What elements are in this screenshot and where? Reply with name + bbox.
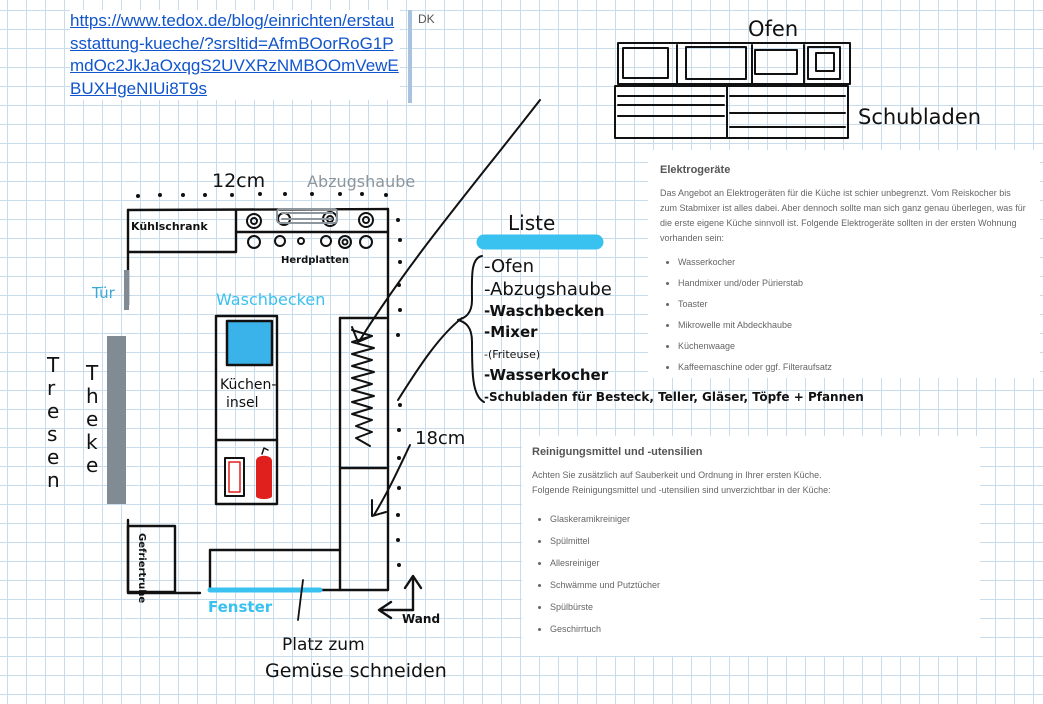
fire-extinguisher — [224, 447, 272, 499]
arrow-gemuese — [297, 579, 304, 621]
schubladen-label: Schubladen — [858, 105, 981, 129]
liste-items: -Ofen-Abzugshaube -Waschbecken -Mixer -(Fri… — [484, 256, 864, 404]
liste-title: Liste — [508, 211, 555, 235]
list-item: Wasserkocher — [678, 252, 1030, 273]
abzugshaube-label: Abzugshaube — [307, 172, 415, 191]
liste-brace — [457, 255, 485, 403]
platz-label-2: Gemüse schneiden — [265, 660, 447, 682]
liste-item: -Ofen — [484, 256, 534, 277]
liste-item: -Schubladen für Besteck, Teller, Gläser,… — [484, 390, 864, 404]
list-item: Handmixer und/oder Pürierstab — [678, 273, 1030, 294]
counter-hatch — [351, 329, 375, 447]
list-item: Schwämme und Putztücher — [550, 574, 970, 596]
reinigung-title: Reinigungsmittel und -utensilien — [532, 446, 703, 458]
sink — [225, 319, 274, 367]
author-initials: DK — [418, 12, 435, 26]
elektrogeraete-card: Elektrogeräte Das Angebot an Elektrogerä… — [648, 150, 1040, 378]
oven-compartment — [685, 46, 747, 80]
liste-item: -Wasserkocher — [484, 366, 609, 384]
oven-outline — [617, 42, 851, 85]
list-item: Toaster — [678, 294, 1030, 315]
ofen-label: Ofen — [748, 17, 798, 41]
kuehlschrank-label: Kühlschrank — [131, 220, 208, 233]
dotted-wall-top — [136, 192, 388, 198]
oven-compartment — [754, 49, 798, 75]
reinigung-card: Reinigungsmittel und -utensilien Achten … — [522, 436, 980, 656]
elektrogeraete-text: Das Angebot an Elektrogeräten für die Kü… — [660, 188, 1026, 243]
elektrogeraete-list: Wasserkocher Handmixer und/oder Pürierst… — [660, 252, 1030, 378]
bar-counter — [107, 336, 126, 504]
liste-item: -Abzugshaube — [484, 279, 612, 300]
oven-drawer-sketch — [614, 42, 851, 139]
list-item: Geschirrtuch — [550, 618, 970, 640]
list-item: Spülmittel — [550, 530, 970, 552]
list-item: Spülbürste — [550, 596, 970, 618]
arrow-from-list — [397, 317, 463, 401]
platz-label-1: Platz zum — [282, 635, 365, 655]
wall-corner-arrows — [377, 574, 423, 620]
fenster-label: Fenster — [208, 598, 273, 616]
source-link[interactable]: https://www.tedox.de/blog/einrichten/ers… — [70, 10, 400, 100]
gefriertruhe-label: Gefriertruhe — [136, 533, 147, 603]
herdplatten-label: Herdplatten — [281, 255, 349, 266]
arrow-18cm — [371, 444, 411, 517]
list-item: Glaskeramikreiniger — [550, 508, 970, 530]
stove-burners — [246, 211, 374, 249]
range-hood — [276, 208, 338, 224]
kuecheninsel-label-1: Küchen- — [220, 377, 276, 393]
drawer-outline — [614, 85, 849, 139]
wand-label: Wand — [402, 612, 440, 626]
reinigung-text: Achten Sie zusätzlich auf Sauberkeit und… — [532, 470, 831, 495]
list-item: Allesreiniger — [550, 552, 970, 574]
kitchen-island — [214, 314, 279, 506]
list-item: Küchenwaage — [678, 336, 1030, 357]
reinigung-list: Glaskeramikreiniger Spülmittel Allesrein… — [532, 508, 970, 640]
freezer — [126, 524, 177, 594]
tuer-label: Tür — [91, 284, 116, 302]
liste-item: -Mixer — [484, 323, 538, 341]
liste-item: -Waschbecken — [484, 302, 604, 320]
kuecheninsel-label-2: insel — [226, 395, 259, 411]
list-item: Mikrowelle mit Abdeckhaube — [678, 315, 1030, 336]
oven-compartment — [807, 46, 841, 80]
dim-top-label: 12cm — [212, 170, 265, 192]
waschbecken-label: Waschbecken — [216, 290, 325, 309]
list-item: Kaffeemaschine oder ggf. Filteraufsatz — [678, 357, 1030, 378]
elektrogeraete-title: Elektrogeräte — [660, 164, 731, 176]
oven-compartment — [815, 52, 835, 72]
oven-compartment — [622, 47, 669, 79]
dotted-wall-right — [396, 218, 402, 567]
door-mark — [124, 270, 129, 310]
dim-side-label: 18cm — [415, 428, 465, 449]
comment-bar — [408, 10, 412, 103]
liste-item: -(Friteuse) — [484, 348, 540, 361]
